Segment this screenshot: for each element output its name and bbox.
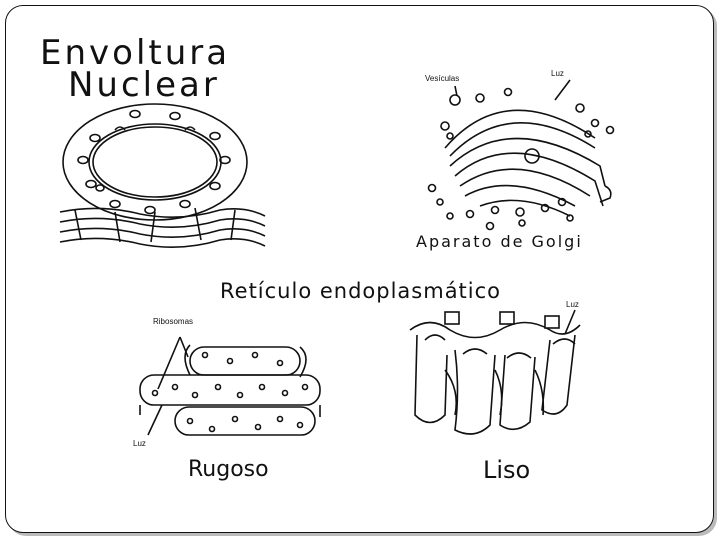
nuclear-envelope-drawing <box>55 100 275 245</box>
golgi-apparatus-drawing <box>420 78 620 228</box>
rough-er-lumen-label: Luz <box>133 439 146 448</box>
smooth-er-title: Liso <box>483 456 530 484</box>
ribosomes-label: Ribosomas <box>153 317 193 326</box>
smooth-er-lumen-label: Luz <box>566 300 579 309</box>
nuclear-envelope-title-line2: Nuclear <box>68 68 220 102</box>
rough-er-drawing <box>130 325 330 455</box>
golgi-title: Aparato de Golgi <box>416 232 583 251</box>
er-title: Retículo endoplasmático <box>220 279 501 303</box>
smooth-er-drawing <box>405 310 590 440</box>
golgi-lumen-label: Luz <box>551 69 564 78</box>
golgi-vesicles-label: Vesículas <box>425 74 459 83</box>
rough-er-title: Rugoso <box>188 457 269 482</box>
